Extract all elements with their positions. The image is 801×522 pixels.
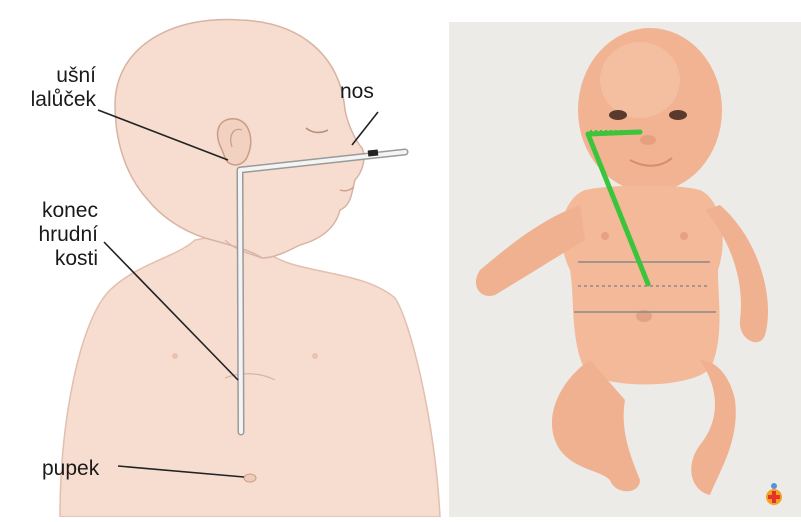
doll-head-highlight: [600, 42, 680, 118]
navel: [244, 474, 256, 482]
label-ear-line2: lalůček: [31, 88, 96, 111]
doll-nipple-right: [680, 232, 688, 240]
doll-eye-right: [669, 110, 687, 120]
photo-panel: [449, 22, 801, 517]
label-sternum-line2: hrudní: [38, 223, 98, 246]
label-nose: nos: [340, 80, 374, 104]
doll-torso: [562, 186, 723, 385]
leader-nose: [352, 112, 378, 145]
label-sternum-line1: konec: [42, 199, 98, 222]
doll-nipple-left: [601, 232, 609, 240]
label-sternum-end: konec hrudní kosti: [8, 199, 98, 271]
doll-eye-left: [609, 110, 627, 120]
tube-marker: [368, 149, 379, 156]
label-sternum-line3: kosti: [55, 247, 98, 270]
label-navel: pupek: [42, 457, 99, 481]
label-ear-line1: ušní: [56, 64, 96, 87]
label-ear-lobe: ušní lalůček: [10, 64, 96, 112]
illustration-panel: [60, 19, 440, 517]
nipple-right: [312, 353, 318, 359]
nipple-left: [172, 353, 178, 359]
doll-nose: [640, 135, 656, 145]
